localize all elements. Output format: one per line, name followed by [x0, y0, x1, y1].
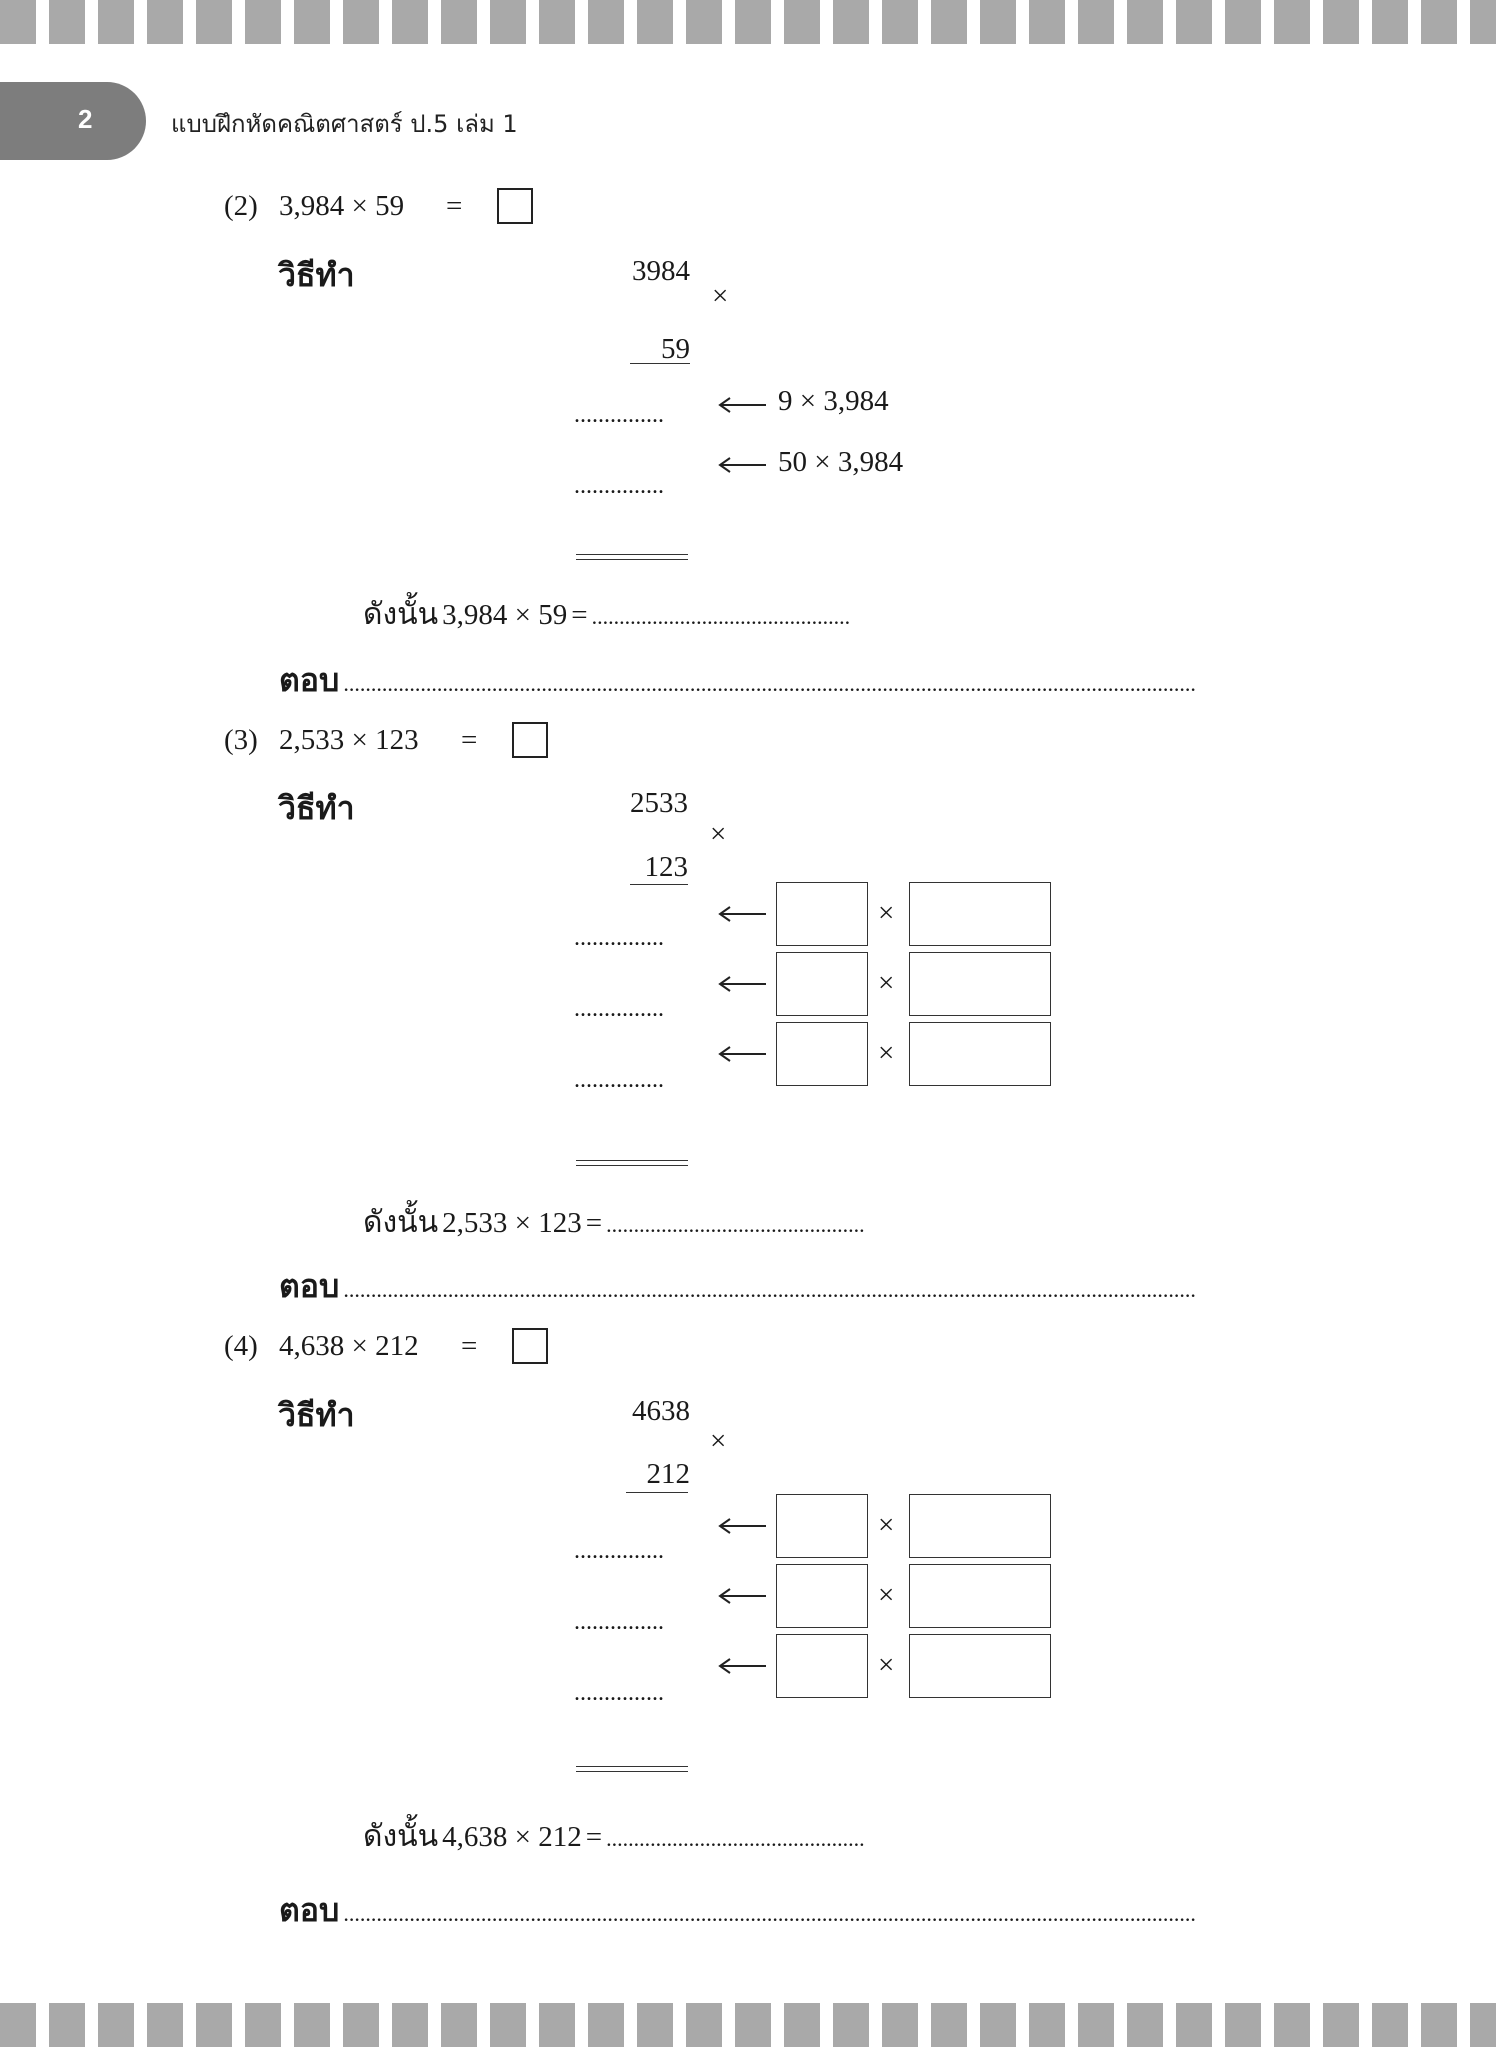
left-arrow-icon	[718, 457, 766, 473]
multiplicand: 2533	[630, 787, 688, 819]
answer-box[interactable]	[512, 722, 548, 758]
answer-line: ตอบ ....................................…	[279, 1885, 1196, 1936]
answer-blank[interactable]: ........................................…	[343, 1901, 1196, 1926]
left-arrow-icon	[718, 1518, 766, 1534]
answer-box[interactable]	[497, 188, 533, 224]
factor-box[interactable]	[909, 952, 1051, 1016]
so-label: ดังนั้น	[363, 1819, 439, 1854]
conclusion-line: ดังนั้น 4,638 × 212 = ..................…	[363, 1813, 865, 1860]
multiply-sign: ×	[710, 818, 727, 850]
answer-label: ตอบ	[279, 661, 340, 699]
method-label: วิธีทำ	[278, 789, 355, 827]
equals-sign: =	[585, 1821, 603, 1853]
factor-box[interactable]	[909, 1494, 1051, 1558]
answer-line: ตอบ ....................................…	[279, 655, 1196, 706]
factor-box[interactable]	[776, 1494, 868, 1558]
left-arrow-icon	[718, 906, 766, 922]
factor-box[interactable]	[909, 1634, 1051, 1698]
left-arrow-icon	[718, 1046, 766, 1062]
multiply-sign: ×	[878, 1649, 895, 1681]
equals-sign: =	[446, 190, 463, 222]
equals-sign: =	[585, 1207, 603, 1239]
page-number-tab	[0, 82, 146, 160]
conclusion-line: ดังนั้น 2,533 × 123 = ..................…	[363, 1199, 865, 1246]
answer-label: ตอบ	[279, 1891, 340, 1929]
multiply-sign: ×	[878, 1579, 895, 1611]
problem-number: (2)	[224, 190, 258, 222]
problem-expression: 2,533 × 123	[279, 724, 419, 756]
factor-box[interactable]	[909, 1022, 1051, 1086]
sum-double-line	[576, 1160, 688, 1166]
multiplier-underline	[630, 363, 690, 364]
partial-product-blank[interactable]: ...............	[574, 473, 664, 499]
partial-product-blank[interactable]: ...............	[574, 1609, 664, 1635]
page-number: 2	[78, 104, 93, 134]
conclusion-expression: 4,638 × 212	[442, 1821, 582, 1853]
conclusion-expression: 2,533 × 123	[442, 1207, 582, 1239]
multiplier: 212	[646, 1458, 691, 1490]
factor-box[interactable]	[776, 1634, 868, 1698]
left-arrow-icon	[718, 397, 766, 413]
answer-box[interactable]	[512, 1328, 548, 1364]
factor-box[interactable]	[776, 882, 868, 946]
partial-product-blank[interactable]: ...............	[574, 1680, 664, 1706]
so-label: ดังนั้น	[363, 1205, 439, 1240]
multiplicand: 4638	[632, 1395, 690, 1427]
partial-product-blank[interactable]: ...............	[574, 1067, 664, 1093]
conclusion-expression: 3,984 × 59	[442, 599, 568, 631]
bottom-stripe-border	[0, 2003, 1496, 2047]
left-arrow-icon	[718, 1588, 766, 1604]
problem-number: (3)	[224, 724, 258, 756]
multiply-sign: ×	[710, 1425, 727, 1457]
multiply-sign: ×	[878, 1037, 895, 1069]
multiply-sign: ×	[878, 1509, 895, 1541]
partial-product-blank[interactable]: ...............	[574, 402, 664, 428]
problem-number: (4)	[224, 1330, 258, 1362]
multiplier: 59	[661, 333, 690, 365]
problem-expression: 3,984 × 59	[279, 190, 405, 222]
answer-blank[interactable]: ........................................…	[343, 671, 1196, 696]
left-arrow-icon	[718, 976, 766, 992]
equals-sign: =	[461, 1330, 478, 1362]
factor-box[interactable]	[776, 952, 868, 1016]
result-blank[interactable]: ........................................…	[606, 1212, 865, 1237]
answer-line: ตอบ ....................................…	[279, 1261, 1196, 1312]
result-blank[interactable]: ........................................…	[606, 1826, 865, 1851]
method-label: วิธีทำ	[278, 256, 355, 294]
result-blank[interactable]: ........................................…	[591, 604, 851, 629]
answer-label: ตอบ	[279, 1267, 340, 1305]
conclusion-line: ดังนั้น 3,984 × 59 = ...................…	[363, 591, 850, 638]
sum-double-line	[576, 554, 688, 560]
left-arrow-icon	[718, 1658, 766, 1674]
factor-box[interactable]	[776, 1022, 868, 1086]
multiply-sign: ×	[712, 280, 729, 312]
answer-blank[interactable]: ........................................…	[343, 1277, 1196, 1302]
partial-product-blank[interactable]: ...............	[574, 925, 664, 951]
multiplier-underline	[626, 1492, 688, 1493]
factor-box[interactable]	[776, 1564, 868, 1628]
factor-box[interactable]	[909, 1564, 1051, 1628]
partial-product-hint: 50 × 3,984	[778, 446, 904, 478]
equals-sign: =	[461, 724, 478, 756]
sum-double-line	[576, 1766, 688, 1772]
multiplier-underline	[630, 884, 688, 885]
equals-sign: =	[571, 599, 588, 631]
multiplier: 123	[644, 851, 689, 883]
multiply-sign: ×	[878, 897, 895, 929]
partial-product-blank[interactable]: ...............	[574, 1538, 664, 1564]
multiply-sign: ×	[878, 967, 895, 999]
problem-expression: 4,638 × 212	[279, 1330, 419, 1362]
method-label: วิธีทำ	[278, 1396, 355, 1434]
book-title: แบบฝึกหัดคณิตศาสตร์ ป.5 เล่ม 1	[171, 110, 518, 138]
partial-product-blank[interactable]: ...............	[574, 996, 664, 1022]
top-stripe-border	[0, 0, 1496, 44]
partial-product-hint: 9 × 3,984	[778, 385, 889, 417]
so-label: ดังนั้น	[363, 597, 439, 632]
multiplicand: 3984	[632, 255, 690, 287]
factor-box[interactable]	[909, 882, 1051, 946]
